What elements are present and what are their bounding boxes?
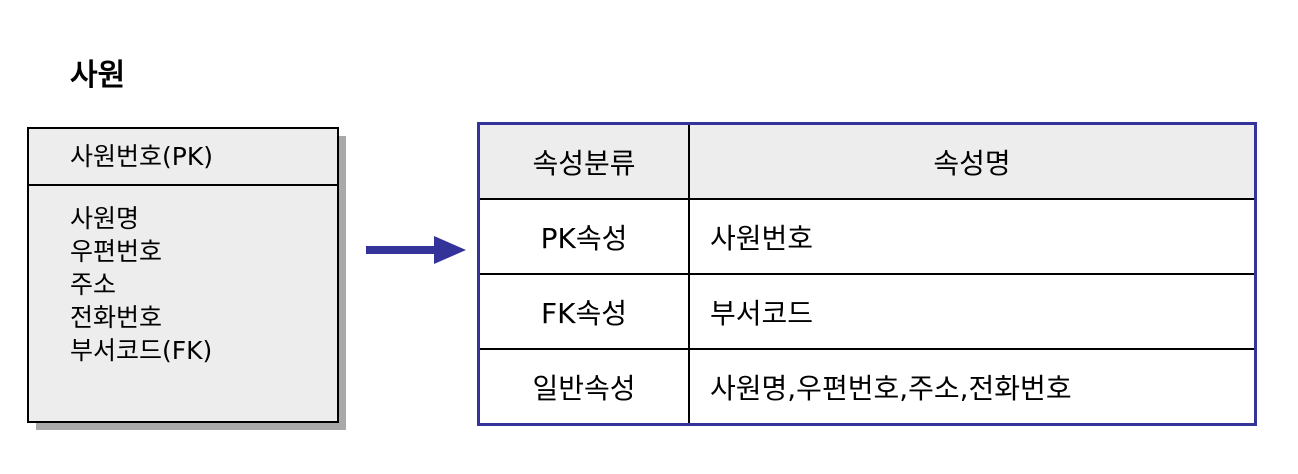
arrow-right-icon xyxy=(366,236,466,264)
entity-attribute: 사원명 xyxy=(70,204,140,233)
table-row: FK속성 부서코드 xyxy=(477,273,1257,350)
entity-box: 사원번호(PK) 사원명 우편번호 주소 전화번호 부서코드(FK) xyxy=(27,127,339,423)
arrow-shaft xyxy=(366,246,436,254)
table-row: 일반속성 사원명,우편번호,주소,전화번호 xyxy=(477,348,1257,426)
row-attribute-names: 부서코드 xyxy=(688,273,1257,350)
entity-attribute-list: 사원명 우편번호 주소 전화번호 부서코드(FK) xyxy=(29,186,337,367)
row-category: FK속성 xyxy=(477,273,690,350)
entity-attribute: 부서코드(FK) xyxy=(70,336,213,365)
row-category: PK속성 xyxy=(477,198,690,275)
table-header-row: 속성분류 속성명 xyxy=(477,122,1257,200)
row-attribute-names: 사원번호 xyxy=(688,198,1257,275)
entity-attribute: 전화번호 xyxy=(70,303,163,332)
arrow-head xyxy=(434,236,466,264)
attribute-classification-table: 속성분류 속성명 PK속성 사원번호 FK속성 부서코드 일반속성 사원명,우편… xyxy=(477,122,1257,426)
entity-attribute: 우편번호 xyxy=(70,237,163,266)
entity-primary-key: 사원번호(PK) xyxy=(29,129,337,186)
header-category: 속성분류 xyxy=(477,122,690,200)
entity-attribute: 주소 xyxy=(70,270,117,299)
header-attribute-name: 속성명 xyxy=(688,122,1257,200)
table-row: PK속성 사원번호 xyxy=(477,198,1257,275)
row-attribute-names: 사원명,우편번호,주소,전화번호 xyxy=(688,348,1257,426)
entity-title: 사원 xyxy=(70,58,126,93)
row-category: 일반속성 xyxy=(477,348,690,426)
